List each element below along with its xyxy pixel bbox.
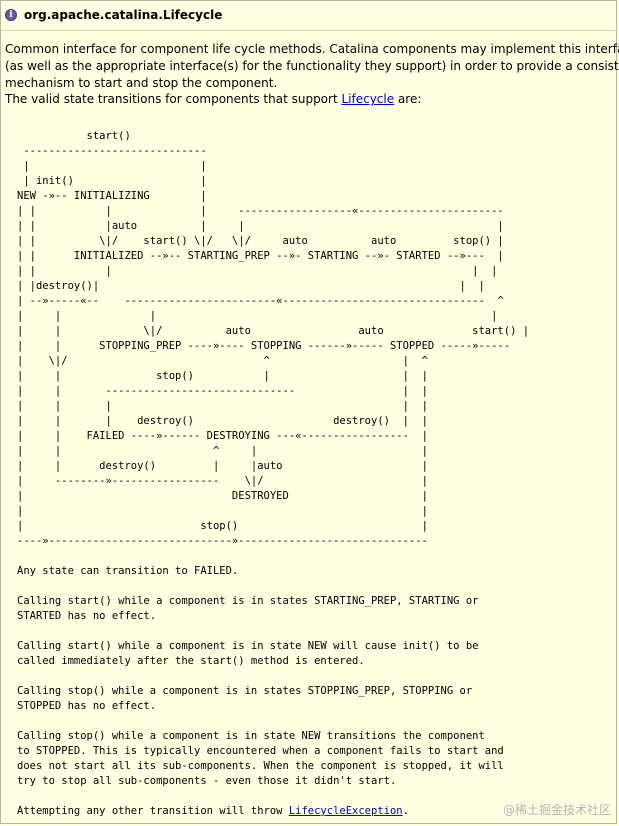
description-text: The valid state transitions for componen… (5, 92, 342, 107)
header: i org.apache.catalina.Lifecycle (5, 6, 222, 24)
lifecycle-exception-link[interactable]: LifecycleException (288, 805, 403, 817)
note-text: Attempting any other transition will thr… (17, 805, 289, 817)
diagram-line: | | | | (17, 310, 498, 322)
diagram-line: start() (17, 130, 131, 142)
info-icon: i (5, 9, 17, 21)
diagram-line: | | ------------------------------ | | (17, 385, 428, 397)
description-line: mechanism to start and stop the componen… (5, 75, 278, 90)
diagram-line: | | (17, 160, 207, 172)
note-line: STARTED has no effect. (17, 610, 157, 622)
diagram-line: | --------»----------------- \|/ | (17, 475, 428, 487)
note-text: . (402, 805, 409, 817)
note-line: Calling start() while a component is in … (17, 640, 479, 652)
diagram-line: | --»-----«-- ------------------------«-… (17, 295, 504, 307)
note-line: Any state can transition to FAILED. (17, 565, 239, 577)
notes: Any state can transition to FAILED. Call… (17, 564, 504, 819)
diagram-line: ----»-----------------------------»-----… (17, 535, 428, 547)
note-line: STOPPED has no effect. (17, 700, 157, 712)
description-line: Common interface for component life cycl… (5, 42, 619, 56)
diagram-line: | | STOPPING_PREP ----»---- STOPPING ---… (17, 340, 511, 352)
note-line: Calling stop() while a component is in s… (17, 685, 473, 697)
diagram-line: | | \|/ start() \|/ \|/ auto auto stop()… (17, 235, 504, 247)
note-line: Calling start() while a component is in … (17, 595, 479, 607)
diagram-line: | DESTROYED | (17, 490, 428, 502)
lifecycle-link[interactable]: Lifecycle (341, 92, 395, 107)
note-line: Calling stop() while a component is in s… (17, 730, 485, 742)
page-title: org.apache.catalina.Lifecycle (24, 8, 223, 22)
state-transition-diagram: start() ----------------------------- | … (17, 129, 529, 549)
diagram-line: | | | | ------------------«-------------… (17, 205, 504, 217)
description-line: (as well as the appropriate interface(s)… (5, 58, 619, 73)
diagram-line: | | FAILED ----»------ DESTROYING ---«--… (17, 430, 428, 442)
diagram-line: | | | destroy() destroy() | | (17, 415, 428, 427)
diagram-line: | \|/ ^ | ^ (17, 355, 428, 367)
diagram-line: ----------------------------- (17, 145, 207, 157)
diagram-line: | | ^ | | (17, 445, 428, 457)
diagram-line: | stop() | (17, 520, 428, 532)
diagram-line: | | destroy() | |auto | (17, 460, 428, 472)
diagram-line: | | \|/ auto auto start() | (17, 325, 530, 337)
diagram-line: | | | | | (17, 265, 498, 277)
note-line: to STOPPED. This is typically encountere… (17, 745, 504, 757)
divider (1, 30, 618, 31)
diagram-line: | | stop() | | | (17, 370, 428, 382)
diagram-line: | | INITIALIZED --»-- STARTING_PREP --»-… (17, 250, 504, 262)
description-text: are: (394, 92, 422, 107)
diagram-line: NEW -»-- INITIALIZING | (17, 190, 207, 202)
diagram-line: | init() | (17, 175, 207, 187)
description-line: The valid state transitions for componen… (5, 91, 617, 108)
note-line: does not start all its sub-components. W… (17, 760, 504, 772)
note-line: try to stop all sub-components - even th… (17, 775, 397, 787)
diagram-line: | | (17, 505, 428, 517)
description: Common interface for component life cycl… (5, 41, 619, 108)
diagram-line: | | | | | (17, 400, 428, 412)
note-line: called immediately after the start() met… (17, 655, 365, 667)
diagram-line: | |destroy()| | | (17, 280, 485, 292)
diagram-line: | | |auto | | | (17, 220, 504, 232)
watermark: @稀土掘金技术社区 (502, 803, 611, 817)
